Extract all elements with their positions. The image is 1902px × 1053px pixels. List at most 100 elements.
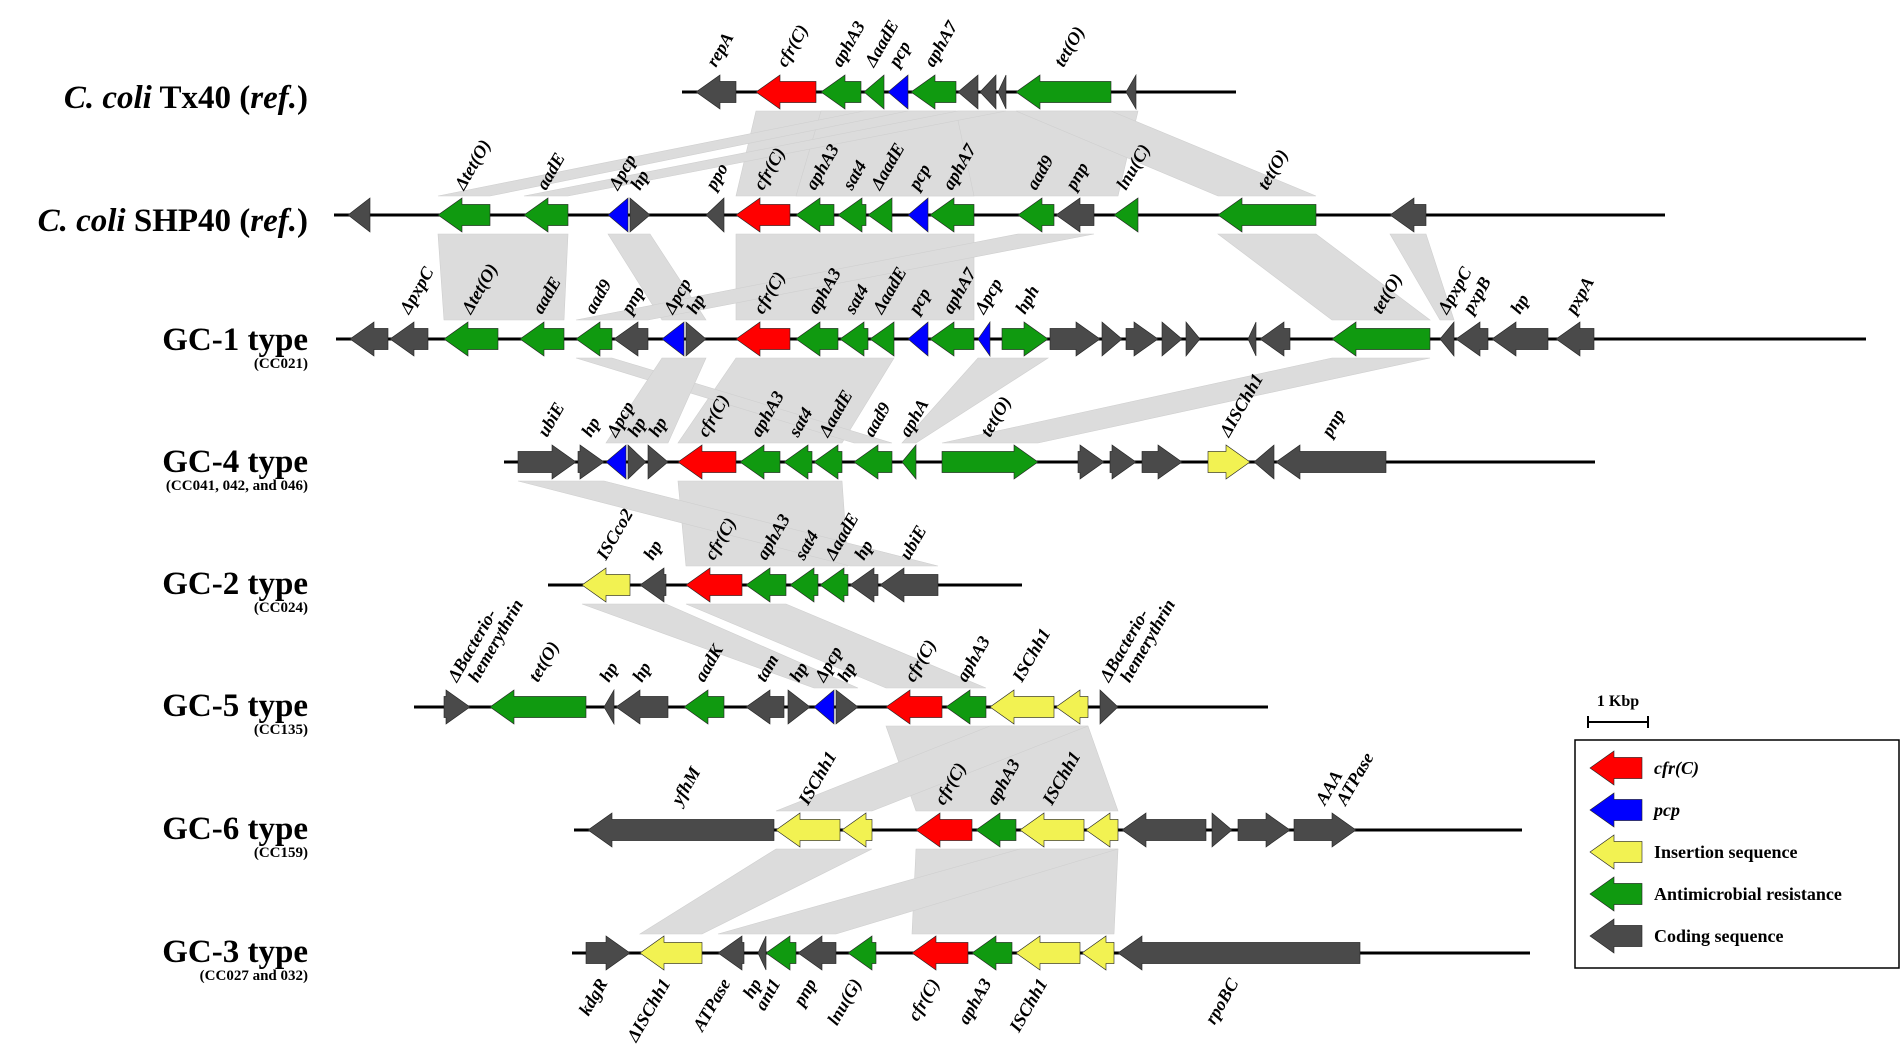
gene-arrow [839,321,869,357]
track-title: GC-3 type [162,934,308,970]
gene-arrow [863,74,885,110]
gene-label-line: ubiE [895,522,930,563]
gene-arrow [941,444,1039,480]
gene-arrow [685,321,707,357]
gene-arrow [717,935,745,971]
gene-arrow [489,689,587,725]
gene-arrow [1015,74,1112,110]
gene-label-line: cfr(C) [904,975,945,1024]
gene-label: pxpA [1560,273,1598,319]
track-title: GC-4 type [162,444,308,480]
gene-label-line: hp [1506,291,1533,317]
homology-link [605,357,707,444]
gene-label: pnp [1316,406,1348,442]
gene-label: ΔISChh1 [622,975,674,1046]
title-name: GC-5 type [162,688,308,724]
gene-arrow [977,321,991,357]
gene-arrow [605,444,627,480]
homology-link [517,480,939,567]
gene-arrow [1141,444,1183,480]
legend-swatch [1589,792,1643,828]
gene-arrow [755,74,817,110]
gene-arrow [677,444,737,480]
gene-arrow [1125,73,1137,111]
gene-label: hp [628,659,655,685]
gene-label-line: aphA3 [952,633,994,685]
gene-label: yfhM [666,762,705,809]
gene-arrow [683,689,725,725]
gene-arrow [929,321,975,357]
gene-arrow [1259,321,1291,357]
gene-arrow [901,444,917,480]
gene-arrow [1293,812,1357,848]
homology-link [717,848,1119,935]
gene-label: AAAATPase [1311,740,1378,818]
gene-arrow [907,321,929,357]
gene-arrow [879,567,939,603]
track-subtitle: (CC021) [254,356,308,372]
gene-label-line: cfr(C) [772,21,813,70]
gene-arrow [1099,689,1119,725]
homology-link [523,110,1007,197]
homology-links [437,110,1455,935]
homology-link [1015,110,1317,197]
gene-label-line: ISCco2 [592,505,637,564]
gene-label-line: ATPase [688,975,734,1035]
gene-label: cfr(C) [772,21,813,70]
gene-arrow [1085,812,1119,848]
gene-arrow [1161,321,1183,357]
gene-label-line: aphA7 [920,17,962,70]
gene-arrow [577,444,605,480]
gene-arrow [437,197,491,233]
gene-arrow [765,935,797,971]
gene-label-line: aad9 [580,276,615,317]
homology-link [581,603,859,689]
title-ref: ref. [250,80,297,116]
track-title: GC-1 type [162,322,308,358]
gene-label: ΔBacterio-hemerythrin [1095,587,1179,695]
legend-label: pcp [1652,800,1680,820]
gene-arrow [885,689,943,725]
homology-link [437,110,909,197]
gene-arrow [1455,321,1489,357]
track-subtitle: (CC024) [254,600,308,616]
gene-label: kdgR [575,975,612,1019]
gene-arrow [853,444,893,480]
gene-arrow [835,689,859,725]
gene-arrow [915,812,973,848]
gene-label: cfr(C) [904,975,945,1024]
legend-item: cfr(C) [1589,750,1699,786]
title-name: GC-2 type [162,566,308,602]
gene-arrow [1077,444,1105,480]
gene-label-line: hp [595,659,622,685]
gene-arrow [1081,935,1115,971]
legend-label: Coding sequence [1654,926,1784,946]
gene-arrow [1211,812,1233,848]
gene-label-line: tet(O) [1050,23,1090,71]
track-title: GC-2 type [162,566,308,602]
gene-arrow [1253,444,1275,480]
gene-arrow [911,935,969,971]
legend-swatch [1589,918,1643,954]
gene-label: pnp [788,975,820,1011]
gene-label: aphA3 [952,633,994,685]
gene-label-line: hp [628,659,655,685]
gene-arrow [795,321,839,357]
gene-label-line: hp [639,537,666,563]
gene-label: hp [577,414,604,440]
homology-link [941,357,1431,444]
gene-arrow [735,197,791,233]
track-title: C. coli SHP40 (ref.) [38,203,308,239]
gene-label-line: kdgR [575,975,612,1019]
gene-arrow [705,197,725,233]
gene-arrow [841,812,873,848]
legend-label: Insertion sequence [1654,842,1798,862]
gene-arrow [1049,321,1101,357]
gene-label-line: repA [702,29,737,70]
gene-label: tet(O) [1050,23,1090,71]
track-title: C. coli Tx40 (ref.) [64,80,308,116]
